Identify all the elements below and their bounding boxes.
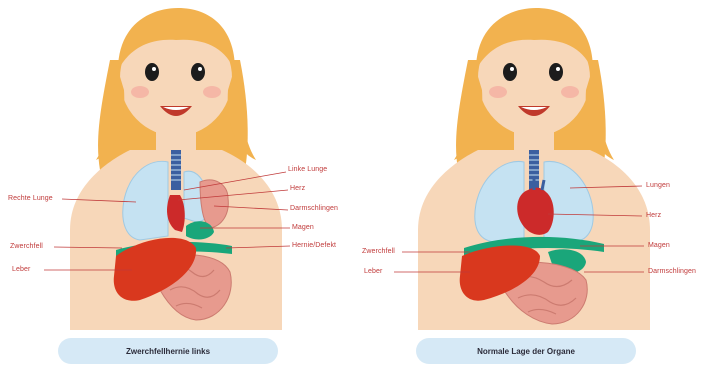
left-panel-hernia: Linke Lunge Herz Darmschlingen Magen Her… <box>0 0 358 371</box>
label-intestines: Darmschlingen <box>648 268 696 275</box>
caption-hernia: Zwerchfellhernie links <box>58 338 278 364</box>
label-liver: Leber <box>364 268 382 275</box>
label-diaphragm: Zwerchfell <box>362 248 395 255</box>
label-stomach: Magen <box>648 242 670 249</box>
label-heart: Herz <box>646 212 661 219</box>
label-lungs: Lungen <box>646 182 670 189</box>
label-left-lung: Linke Lunge <box>288 166 327 173</box>
caption-normal: Normale Lage der Organe <box>416 338 636 364</box>
label-diaphragm: Zwerchfell <box>10 243 43 250</box>
eye-left <box>503 63 517 81</box>
label-hernia: Hernie/Defekt <box>292 242 336 249</box>
label-liver: Leber <box>12 266 30 273</box>
eye-left <box>145 63 159 81</box>
label-heart: Herz <box>290 185 305 192</box>
label-right-lung: Rechte Lunge <box>8 195 53 202</box>
eye-right <box>191 63 205 81</box>
label-stomach: Magen <box>292 224 314 231</box>
right-panel-normal: Lungen Herz Magen Darmschlingen Zwerchfe… <box>358 0 716 371</box>
eye-right <box>549 63 563 81</box>
label-intestines: Darmschlingen <box>290 205 338 212</box>
